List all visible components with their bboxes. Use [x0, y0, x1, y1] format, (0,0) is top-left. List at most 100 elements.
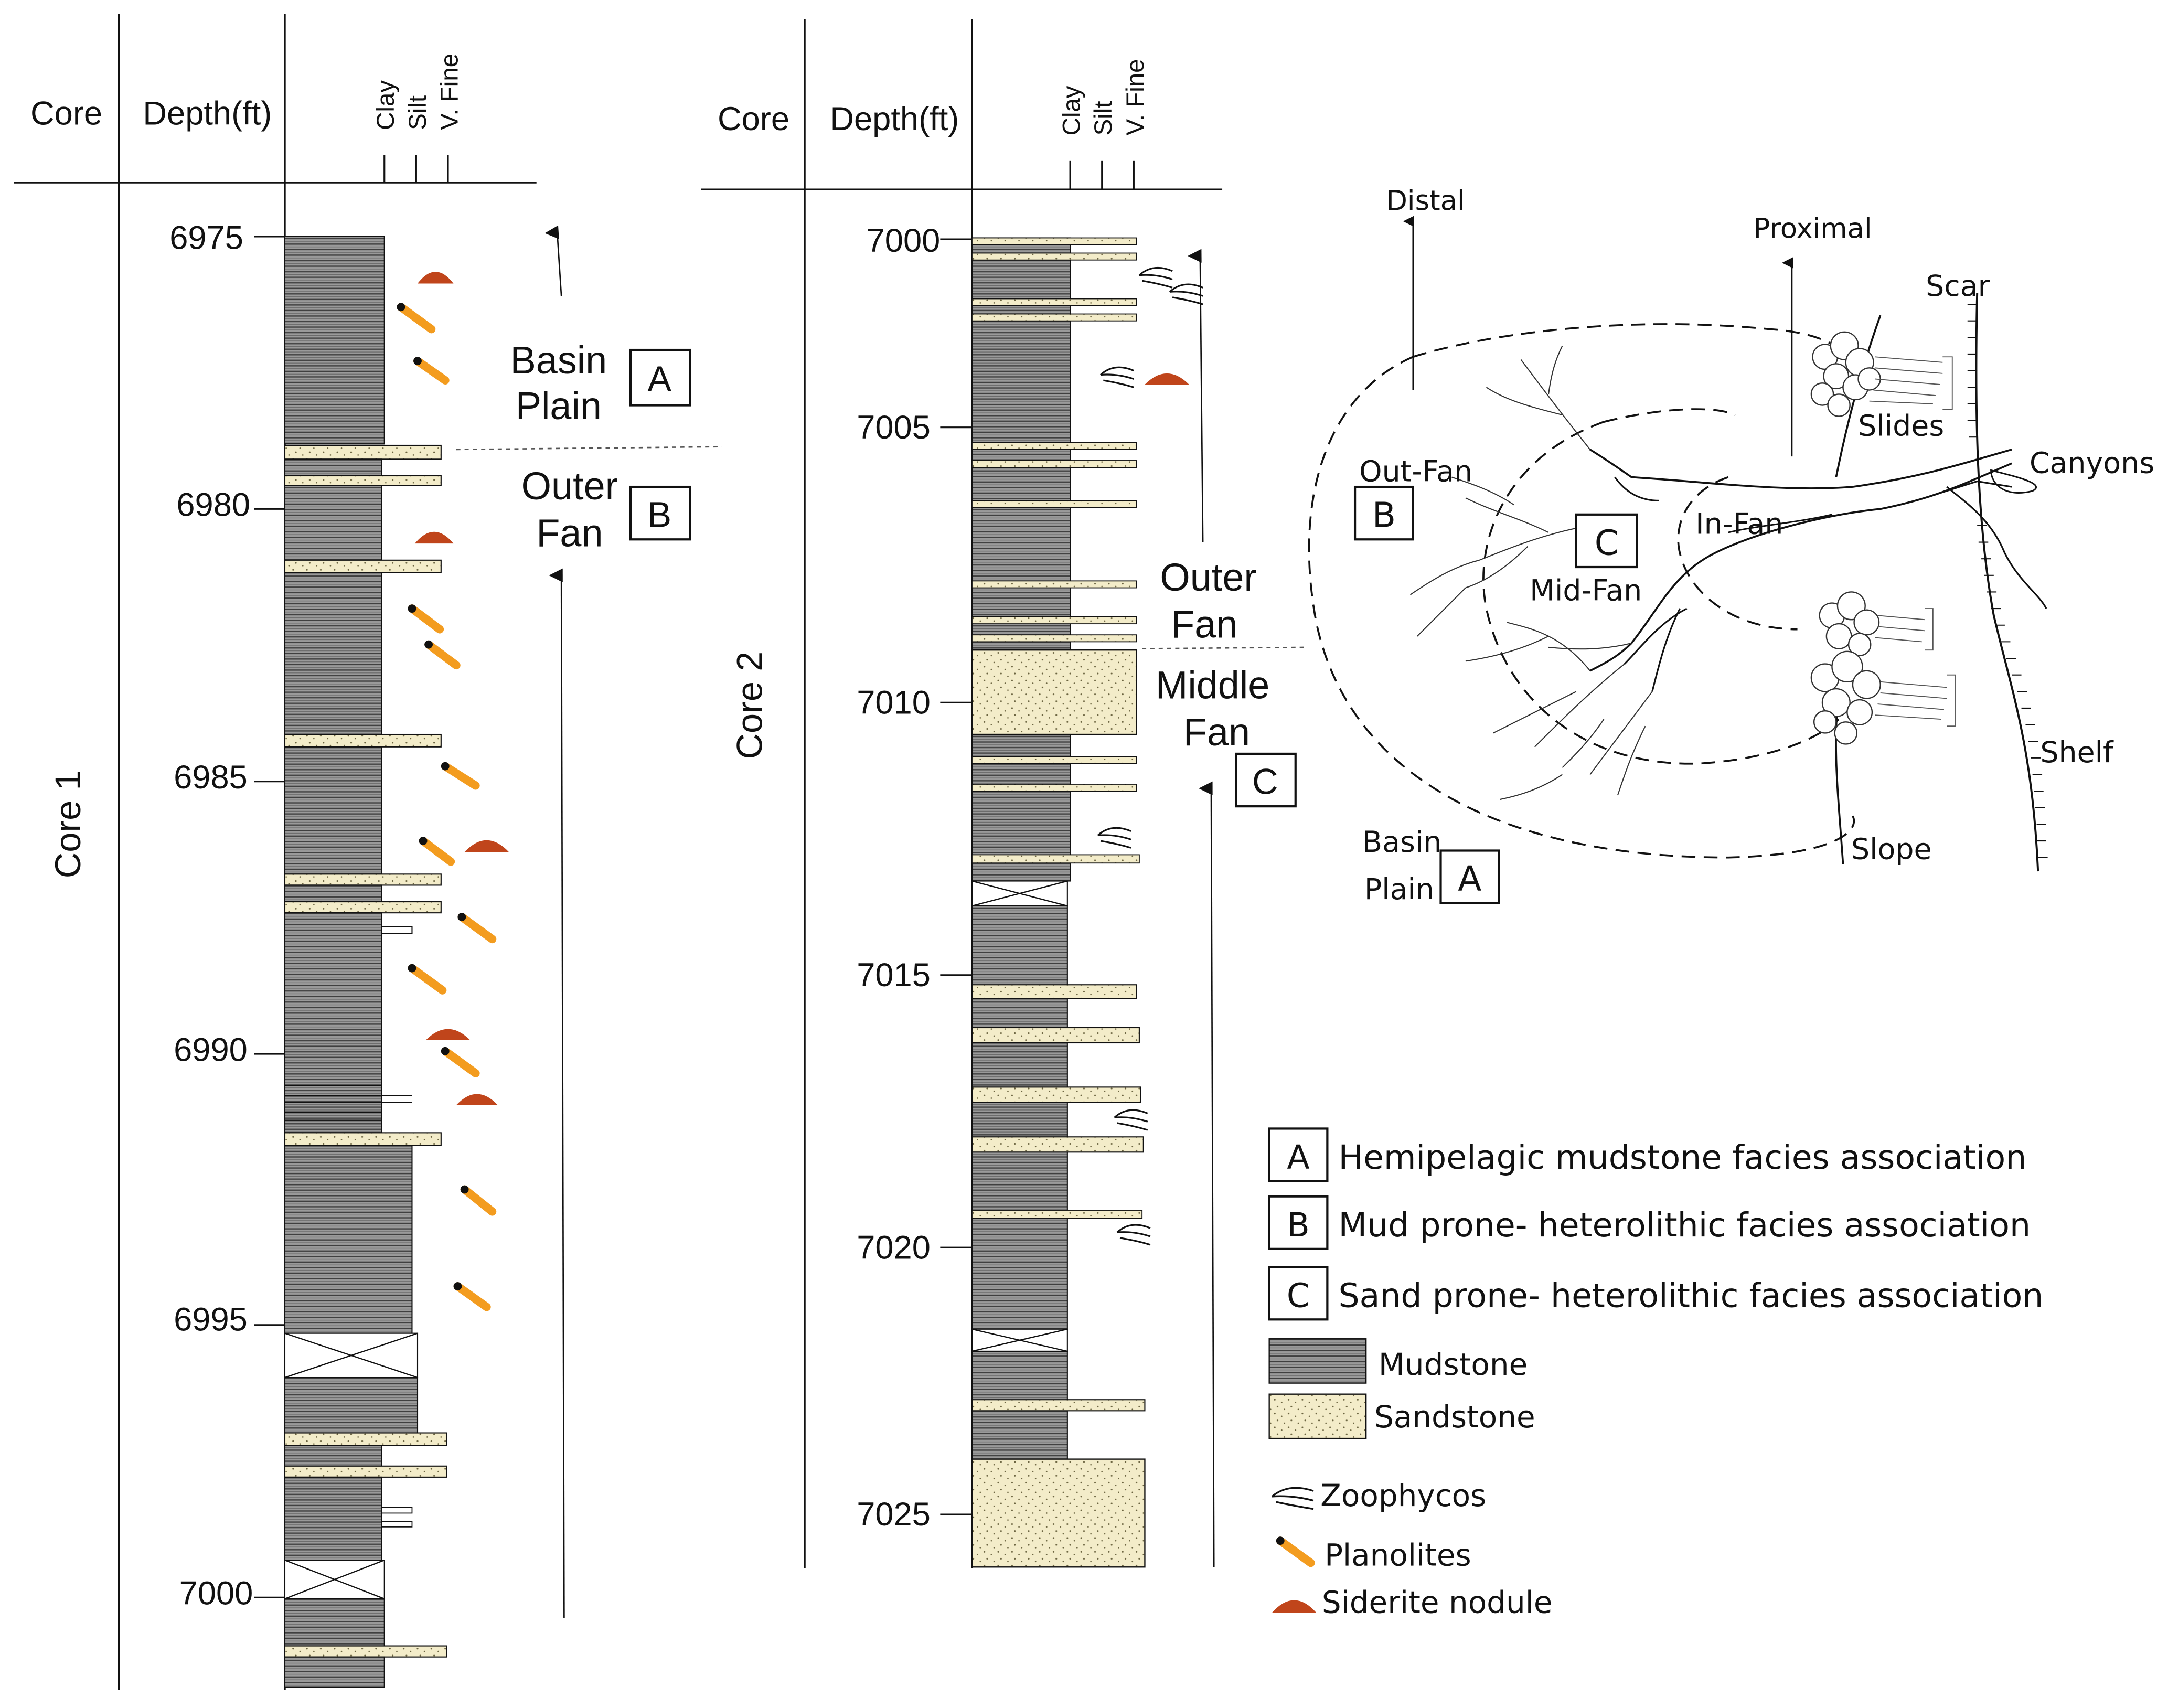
- core2-missing-section: [971, 1328, 1068, 1352]
- scar-label: Scar: [1926, 270, 1990, 303]
- legend-association-b: B Mud prone- heterolithic facies associa…: [1268, 1195, 2031, 1250]
- sandstone-bed: [971, 756, 1137, 764]
- legend-association-a: A Hemipelagic mudstone facies associatio…: [1268, 1127, 2026, 1182]
- sandstone-bed: [971, 1210, 1143, 1219]
- slides-label: Slides: [1858, 410, 1944, 443]
- fan-box-b-label: B: [1372, 495, 1396, 536]
- mudstone-bed: [284, 1656, 385, 1688]
- core2-depth-axis: 7000 7005 7010 7015 7020 7025: [857, 222, 972, 1533]
- planolites-icon: [1276, 1536, 1315, 1567]
- legend-mudstone: Mudstone: [1268, 1338, 1528, 1384]
- mudstone-bed: [284, 1376, 419, 1434]
- mudstone-bed: [284, 572, 382, 735]
- core1-trace-fossils: [397, 272, 509, 1311]
- siderite-icon: [1145, 373, 1189, 385]
- sandstone-bed: [971, 984, 1137, 999]
- core1-box-a: [629, 348, 691, 407]
- core2-zone-middle-line2: Fan: [1183, 710, 1250, 754]
- siderite-icon: [418, 272, 454, 284]
- core1-box-b-label: B: [647, 495, 671, 535]
- legend-box-b-label: B: [1287, 1205, 1309, 1244]
- fan-box-c: [1575, 513, 1638, 569]
- legend-box-a: [1268, 1127, 1329, 1182]
- legend-zoophycos: Zoophycos: [1271, 1478, 1486, 1513]
- siderite-icon: [1272, 1600, 1317, 1613]
- core2-box-c-label: C: [1252, 761, 1278, 802]
- sandstone-bed: [971, 1027, 1140, 1044]
- legend-association-text: Hemipelagic mudstone facies association: [1338, 1138, 2026, 1177]
- sandstone-bed: [284, 1132, 442, 1146]
- core1-missing-section: [284, 1332, 419, 1379]
- core1-zone-basin-line1: Basin: [510, 338, 607, 382]
- core1-panel: Core Depth(ft) Clay Silt V. Fine Core 1 …: [14, 14, 722, 1690]
- core2-title: Core 2: [729, 652, 770, 760]
- distributary-channels: [1409, 345, 1653, 800]
- mid-fan-boundary: [1482, 421, 1840, 765]
- core2-up-arrow-outer: [1188, 249, 1204, 542]
- planolites-icon: [457, 913, 497, 944]
- core1-depth-header: Depth(ft): [143, 95, 272, 132]
- legend-box-b: [1268, 1195, 1329, 1250]
- sandstone-bed: [971, 442, 1137, 450]
- legend-association-text: Mud prone- heterolithic facies associati…: [1338, 1205, 2031, 1244]
- sandstone-swatch: [1268, 1393, 1367, 1439]
- core1-zone-annotations: Basin Plain A Outer Fan B: [456, 225, 722, 1618]
- sandstone-bed: [971, 313, 1137, 322]
- silt-lamina: [381, 1507, 413, 1514]
- siderite-icon: [414, 531, 454, 544]
- proximal-label: Proximal: [1753, 212, 1872, 244]
- canyon-channel-main: [1589, 462, 2012, 672]
- core2-grain-scale: Clay Silt V. Fine: [1058, 59, 1149, 190]
- slides-lower-1: [1819, 591, 1934, 656]
- mudstone-bed: [284, 458, 382, 477]
- mudstone-bed: [284, 912, 382, 1086]
- mudstone-swatch: [1268, 1338, 1367, 1384]
- canyons-label: Canyons: [2030, 447, 2154, 481]
- canyon-channel-north: [1589, 449, 2012, 489]
- legend-siderite: Siderite nodule: [1272, 1584, 1553, 1620]
- mudstone-bed: [284, 1085, 382, 1134]
- planolites-icon: [424, 640, 461, 670]
- core1-missing-section: [284, 1559, 385, 1600]
- sandstone-bed: [971, 854, 1140, 864]
- zoophycos-icon: [1116, 1224, 1151, 1246]
- out-fan-label: Out-Fan: [1359, 455, 1472, 489]
- sandstone-bed: [284, 559, 442, 573]
- sandstone-bed: [284, 475, 442, 486]
- core1-zone-boundary: [456, 446, 722, 451]
- sandstone-bed: [971, 237, 1137, 245]
- mudstone-bed: [284, 746, 382, 875]
- core2-depth-tick: 7020: [857, 1229, 931, 1266]
- sandstone-bed: [284, 1465, 447, 1478]
- slides-upper: [1810, 331, 1953, 417]
- silt-lamina: [381, 926, 413, 934]
- sandstone-bed: [971, 298, 1137, 306]
- core1-core-header: Core: [30, 95, 102, 132]
- sandstone-bed: [971, 784, 1137, 792]
- sandstone-bed: [284, 873, 442, 886]
- silt-lamina: [381, 1521, 413, 1528]
- legend-box-c: [1268, 1266, 1329, 1321]
- planolites-icon: [453, 1282, 491, 1311]
- sandstone-bed: [284, 901, 442, 914]
- core1-zone-outer-line1: Outer: [521, 464, 618, 508]
- mudstone-bed: [284, 1598, 385, 1647]
- siderite-icon: [425, 1029, 471, 1040]
- legend-zoophycos-label: Zoophycos: [1320, 1478, 1486, 1513]
- core1-grain-clay: Clay: [372, 80, 400, 130]
- planolites-icon: [460, 1185, 497, 1216]
- planolites-icon: [408, 604, 444, 634]
- sandstone-bed: [284, 1432, 447, 1446]
- core2-missing-section: [971, 880, 1068, 907]
- zoophycos-icon: [1271, 1487, 1314, 1510]
- mudstone-bed: [284, 1145, 413, 1334]
- core1-depth-tick: 6985: [174, 759, 248, 796]
- core2-zone-outer-line1: Outer: [1160, 556, 1257, 599]
- core1-depth-tick: 6980: [176, 486, 250, 523]
- plain-label: Plain: [1364, 873, 1434, 906]
- core2-core-header: Core: [718, 101, 789, 137]
- in-fan-label: In-Fan: [1695, 508, 1783, 541]
- planolites-icon: [397, 303, 436, 334]
- legend-planolites: Planolites: [1276, 1536, 1471, 1573]
- core2-depth-tick: 7010: [857, 684, 931, 721]
